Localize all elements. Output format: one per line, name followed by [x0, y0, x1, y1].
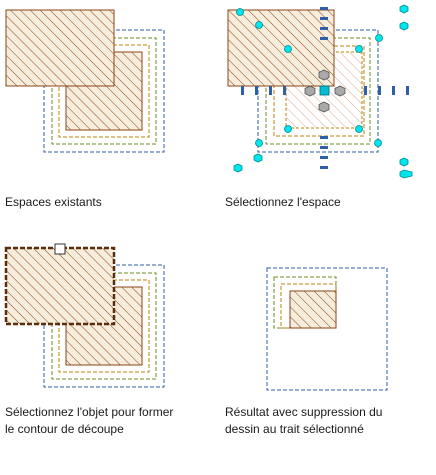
overlapping-space — [227, 9, 335, 87]
panel-select-space: Sélectionnez l'espace — [218, 0, 436, 235]
outer-boundary — [266, 267, 388, 391]
panel-result: Résultat avec suppression du dessin au t… — [218, 235, 436, 475]
hex-grips[interactable] — [233, 4, 413, 179]
corner-grips[interactable] — [236, 8, 383, 147]
caption-result: Résultat avec suppression du dessin au t… — [225, 405, 383, 436]
existing-spaces-drawing — [5, 9, 165, 153]
caption-select-object: Sélectionnez l'objet pour former le cont… — [5, 405, 174, 436]
result-drawing — [266, 267, 388, 391]
center-grips[interactable] — [304, 69, 346, 113]
select-object-drawing — [4, 243, 165, 388]
caption-select-space: Sélectionnez l'espace — [225, 195, 341, 209]
selected-object[interactable] — [4, 246, 116, 326]
panel-existing-spaces: Espaces existants — [0, 0, 218, 235]
caption-existing: Espaces existants — [5, 195, 102, 209]
overlapping-space — [5, 9, 115, 87]
square-pickbox-icon — [54, 243, 66, 255]
remaining-space — [289, 290, 337, 329]
panel-select-object: Sélectionnez l'objet pour former le cont… — [0, 235, 218, 475]
edge-grips — [241, 7, 409, 169]
select-space-drawing — [227, 4, 413, 179]
